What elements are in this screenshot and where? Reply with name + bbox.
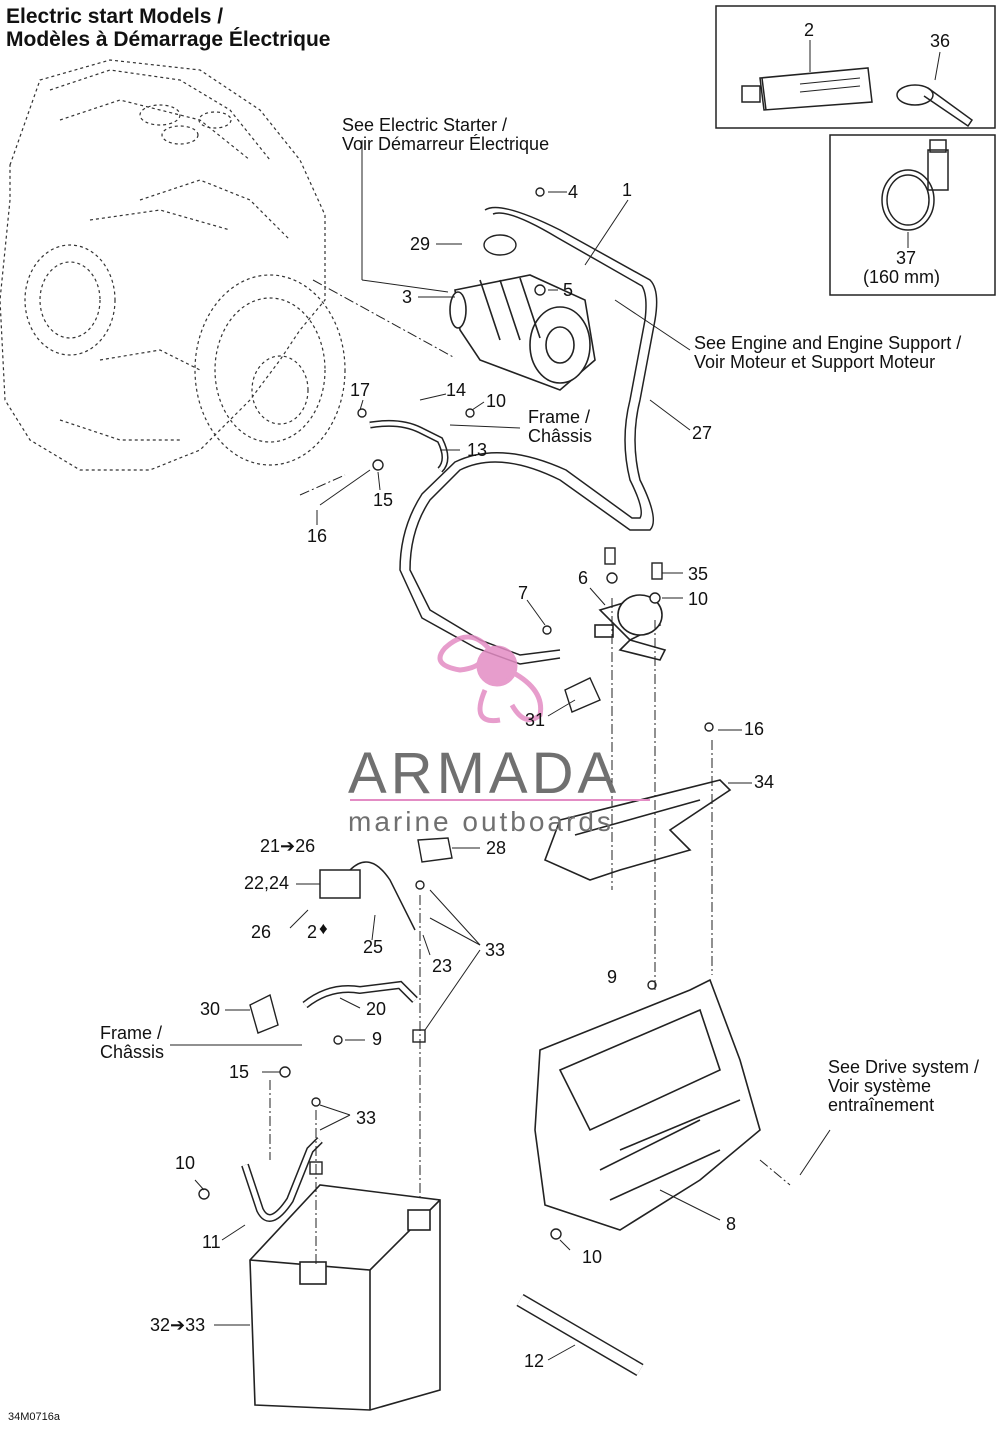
clamp-icon bbox=[881, 139, 949, 231]
callout-7: 7 bbox=[518, 583, 529, 603]
inset-box-clamp bbox=[829, 134, 996, 296]
small-parts bbox=[198, 187, 714, 1240]
diagram-title-line2: Modèles à Démarrage Électrique bbox=[6, 28, 331, 51]
callout-33-b: 33 bbox=[356, 1108, 377, 1128]
watermark-tagline: marine outboards bbox=[348, 806, 614, 837]
lubricant-tube-icon bbox=[741, 67, 873, 111]
callout-16-a: 16 bbox=[307, 526, 328, 546]
callout-16-b: 16 bbox=[744, 719, 765, 739]
callout-25: 25 bbox=[363, 937, 384, 957]
callout-21-26: 21➔26 bbox=[260, 836, 316, 856]
callout-30: 30 bbox=[200, 999, 221, 1019]
callout-9-a: 9 bbox=[607, 967, 618, 987]
callout-33-a: 33 bbox=[485, 940, 506, 960]
see-drive-ref-line1: See Drive system / bbox=[828, 1057, 980, 1077]
callout-2: 2 bbox=[804, 20, 815, 40]
bracket-34 bbox=[543, 779, 732, 881]
callout-27: 27 bbox=[692, 423, 713, 443]
callout-31: 31 bbox=[525, 710, 546, 730]
callout-5: 5 bbox=[563, 280, 574, 300]
diagram-title-line1: Electric start Models / bbox=[6, 5, 224, 28]
callout-8: 8 bbox=[726, 1214, 737, 1234]
callout-10-a: 10 bbox=[486, 391, 507, 411]
battery bbox=[249, 1184, 441, 1411]
callout-9-b: 9 bbox=[372, 1029, 383, 1049]
inset-box-consumables bbox=[715, 5, 996, 129]
callout-15-a: 15 bbox=[373, 490, 394, 510]
callout-22-24: 22,24 bbox=[244, 873, 290, 893]
callout-10-d: 10 bbox=[582, 1247, 603, 1267]
callout-11: 11 bbox=[202, 1232, 221, 1252]
callout-32-33: 32➔33 bbox=[150, 1315, 206, 1335]
wire-27 bbox=[409, 206, 658, 656]
callout-10-b: 10 bbox=[688, 589, 709, 609]
engine-outline bbox=[0, 59, 346, 471]
callout-26: 26 bbox=[251, 922, 272, 942]
see-engine-ref-line2: Voir Moteur et Support Moteur bbox=[694, 352, 936, 372]
callout-23: 23 bbox=[432, 956, 453, 976]
callout-37: 37 bbox=[896, 248, 917, 268]
callout-12: 12 bbox=[524, 1351, 545, 1371]
callout-14: 14 bbox=[446, 380, 467, 400]
callout-13: 13 bbox=[467, 440, 488, 460]
see-engine-ref-line1: See Engine and Engine Support / bbox=[694, 333, 962, 353]
electric-starter bbox=[449, 274, 596, 391]
clamp-size-label: (160 mm) bbox=[863, 267, 941, 287]
watermark-propeller-icon bbox=[437, 634, 544, 724]
callout-29: 29 bbox=[410, 234, 431, 254]
callout-35: 35 bbox=[688, 564, 709, 584]
cable-tie-icon bbox=[896, 84, 974, 128]
callout-1: 1 bbox=[622, 180, 633, 200]
callout-6: 6 bbox=[578, 568, 589, 588]
battery-box bbox=[534, 978, 761, 1231]
assembly-lines bbox=[269, 279, 791, 1265]
callout-15-b: 15 bbox=[229, 1062, 250, 1082]
callout-4: 4 bbox=[568, 182, 579, 202]
fuse-holder bbox=[319, 869, 361, 899]
see-drive-ref-line3: entraînement bbox=[828, 1095, 935, 1115]
callout-36: 36 bbox=[930, 31, 951, 51]
callout-10-c: 10 bbox=[175, 1153, 196, 1173]
callout-17: 17 bbox=[350, 380, 371, 400]
callout-3: 3 bbox=[402, 287, 413, 307]
callout-28: 28 bbox=[486, 838, 507, 858]
frame-b-label-line1: Frame / bbox=[100, 1023, 163, 1043]
frame-b-label-line2: Châssis bbox=[100, 1042, 165, 1062]
callout-2-b: 2 bbox=[307, 922, 318, 942]
diagram-code: 34M0716a bbox=[8, 1411, 60, 1423]
see-drive-ref-line2: Voir système bbox=[828, 1076, 932, 1096]
lubricant-drop-icon: ♦ bbox=[319, 919, 328, 938]
callout-34: 34 bbox=[754, 772, 775, 792]
see-starter-ref-line1: See Electric Starter / bbox=[342, 115, 508, 135]
callout-20: 20 bbox=[366, 999, 387, 1019]
leader-lines bbox=[170, 140, 831, 1361]
see-starter-ref-line2: Voir Démarreur Électrique bbox=[342, 134, 550, 154]
frame-label-line2: Châssis bbox=[528, 426, 593, 446]
frame-label-line1: Frame / bbox=[528, 407, 591, 427]
watermark-brand: ARMADA bbox=[348, 741, 621, 806]
solenoid bbox=[594, 594, 667, 661]
